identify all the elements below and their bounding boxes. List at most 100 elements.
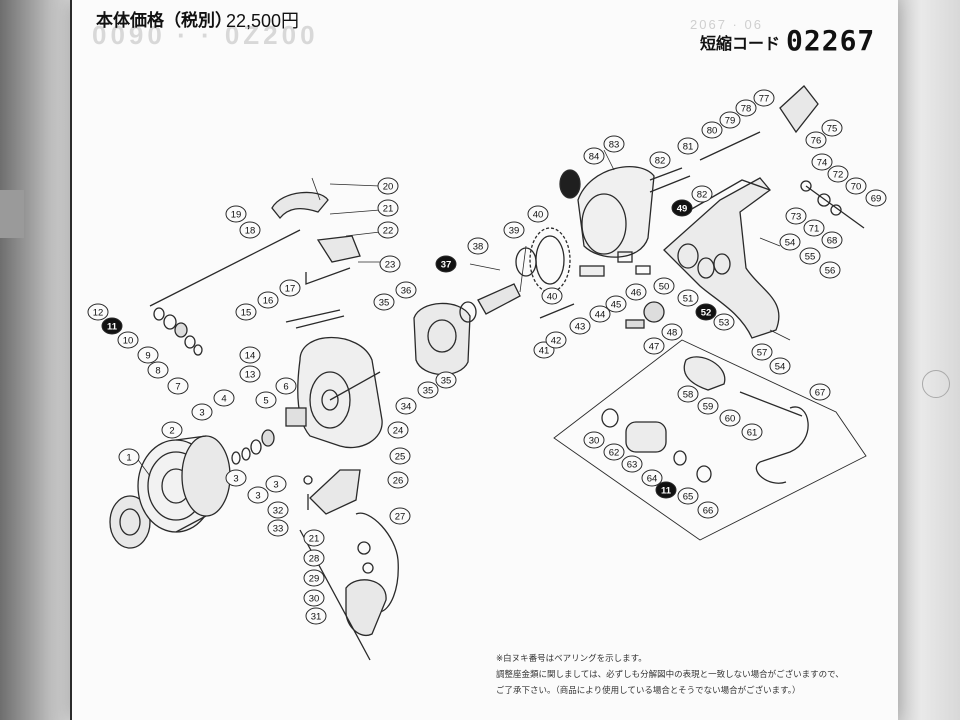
callout-number: 42 <box>551 336 562 347</box>
part-callout-77: 77 <box>753 89 775 107</box>
callout-number: 57 <box>757 348 768 359</box>
callout-number: 5 <box>263 396 268 407</box>
bleed-through-mark: 0090 · · 0Z200 <box>92 20 319 50</box>
part-callout-14: 14 <box>239 346 261 364</box>
callout-bubble <box>101 317 123 335</box>
part-callout-21: 21 <box>303 529 325 547</box>
part-callout-53: 53 <box>713 313 735 331</box>
callout-number: 36 <box>401 286 412 297</box>
callout-bubble <box>305 607 327 625</box>
callout-bubble <box>701 121 723 139</box>
part-callout-49-bearing: 49 <box>671 199 693 217</box>
part-callout-78: 78 <box>735 99 757 117</box>
callout-number: 71 <box>809 224 820 235</box>
callout-bubble <box>303 569 325 587</box>
callout-number: 53 <box>719 318 730 329</box>
part-callout-17: 17 <box>279 279 301 297</box>
callout-bubble <box>541 287 563 305</box>
bleed-through-mark-2: 2067 · 06 <box>690 17 763 32</box>
callout-bubble <box>569 317 591 335</box>
bail-arm-parts <box>271 191 361 329</box>
callout-number: 64 <box>647 474 658 485</box>
part-callout-29: 29 <box>303 569 325 587</box>
washer-note: 調整座金類に関しましては、必ずしも分解図中の表現と一致しない場合がございますので… <box>496 670 844 680</box>
callout-number: 83 <box>609 140 620 151</box>
part-callout-38: 38 <box>467 237 489 255</box>
part-callout-74: 74 <box>811 153 833 171</box>
callout-number: 40 <box>533 210 544 221</box>
callout-number: 29 <box>309 574 320 585</box>
callout-bubble <box>661 323 683 341</box>
part-callout-11-bearing: 11 <box>101 317 123 335</box>
callout-number: 84 <box>589 152 600 163</box>
callout-number: 76 <box>811 136 822 147</box>
callout-number: 34 <box>401 402 412 413</box>
callout-number: 43 <box>575 322 586 333</box>
callout-bubble <box>697 397 719 415</box>
part-callout-63: 63 <box>621 455 643 473</box>
callout-number: 21 <box>383 204 394 215</box>
callout-bubble <box>677 289 699 307</box>
callout-bubble <box>265 475 287 493</box>
part-callout-36: 36 <box>395 281 417 299</box>
part-callout-40: 40 <box>541 287 563 305</box>
callout-bubble <box>719 409 741 427</box>
part-callout-20: 20 <box>377 177 399 195</box>
part-callout-72: 72 <box>827 165 849 183</box>
callout-number: 48 <box>667 328 678 339</box>
callout-number: 68 <box>827 236 838 247</box>
callout-bubble <box>247 486 269 504</box>
part-callout-1: 1 <box>118 448 140 466</box>
callout-number: 13 <box>245 370 256 381</box>
callout-number: 4 <box>221 394 226 405</box>
bearing-note: ※白ヌキ番号はベアリングを示します。 <box>496 654 647 664</box>
callout-number: 2 <box>169 426 174 437</box>
part-callout-75: 75 <box>821 119 843 137</box>
callout-bubble <box>671 199 693 217</box>
price-value: 22,500円 <box>226 11 300 31</box>
callout-bubble <box>785 207 807 225</box>
callout-number: 72 <box>833 170 844 181</box>
callout-number: 16 <box>263 296 274 307</box>
drag-parts <box>649 85 865 229</box>
callout-bubble <box>373 293 395 311</box>
callout-number: 82 <box>697 190 708 201</box>
callout-bubble <box>267 501 289 519</box>
oscillation-parts <box>579 177 780 339</box>
callout-bubble <box>225 205 247 223</box>
part-callout-62: 62 <box>603 443 625 461</box>
callout-number: 24 <box>393 426 404 437</box>
callout-bubble <box>583 431 605 449</box>
part-callout-32: 32 <box>267 501 289 519</box>
callout-number: 26 <box>393 476 404 487</box>
callout-number: 27 <box>395 512 406 523</box>
callout-bubble <box>395 397 417 415</box>
callout-bubble <box>769 357 791 375</box>
part-callout-61: 61 <box>741 423 763 441</box>
part-callout-60: 60 <box>719 409 741 427</box>
price-title: 本体価格（税別） <box>96 11 232 30</box>
callout-number: 58 <box>683 390 694 401</box>
part-callout-65: 65 <box>677 487 699 505</box>
callout-bubble <box>239 365 261 383</box>
callout-bubble <box>741 423 763 441</box>
callout-bubble <box>713 313 735 331</box>
callout-number: 79 <box>725 116 736 127</box>
callout-number: 8 <box>155 366 160 377</box>
callout-bubble <box>377 221 399 239</box>
callout-number: 66 <box>703 506 714 517</box>
callout-number: 17 <box>285 284 296 295</box>
callout-bubble <box>389 447 411 465</box>
part-callout-8: 8 <box>147 361 169 379</box>
callout-number: 10 <box>123 336 134 347</box>
callout-number: 77 <box>759 94 770 105</box>
callout-number: 78 <box>741 104 752 115</box>
callout-number: 14 <box>245 351 256 362</box>
part-callout-40: 40 <box>527 205 549 223</box>
callout-bubble <box>303 589 325 607</box>
part-callout-69: 69 <box>865 189 887 207</box>
leader-lines <box>135 149 791 477</box>
callout-bubble <box>147 361 169 379</box>
callout-bubble <box>799 247 821 265</box>
